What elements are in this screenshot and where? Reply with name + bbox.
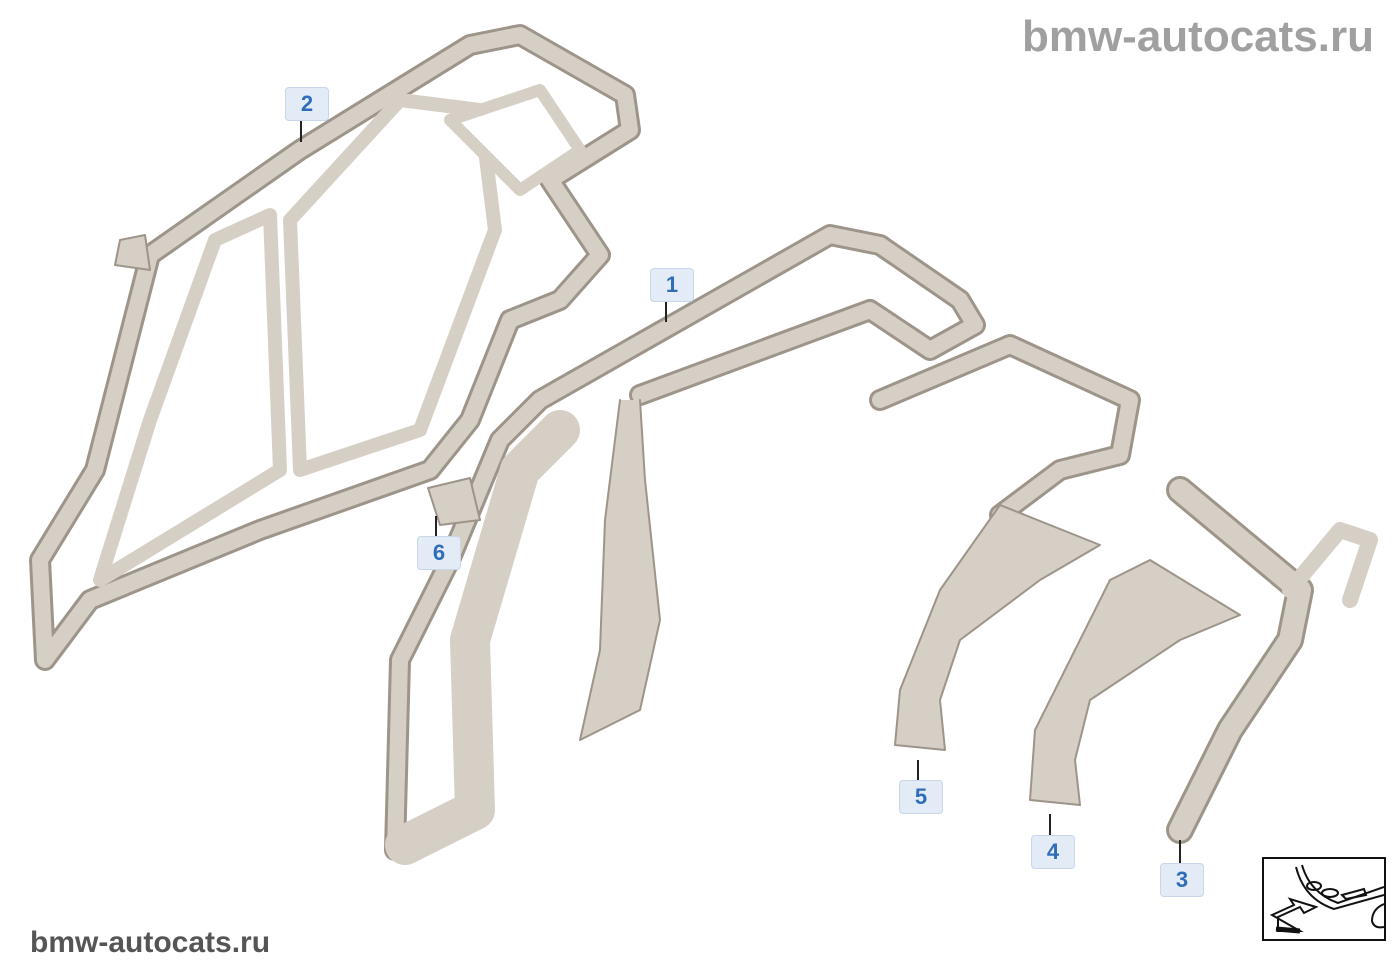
car-front-orientation-icon bbox=[1269, 864, 1385, 934]
watermark-bottom: bmw-autocats.ru bbox=[30, 926, 271, 959]
part-4-wheel-arch-panel[interactable] bbox=[1029, 559, 1241, 806]
part-3-pillar[interactable] bbox=[1166, 476, 1378, 844]
part-6-bracket bbox=[427, 477, 481, 526]
part-2-side-frame[interactable] bbox=[29, 24, 641, 671]
callout-4[interactable]: 4 bbox=[1031, 835, 1075, 869]
callout-2[interactable]: 2 bbox=[285, 87, 329, 121]
leader-line-3 bbox=[1179, 840, 1181, 864]
callout-3[interactable]: 3 bbox=[1160, 863, 1204, 897]
callout-1[interactable]: 1 bbox=[650, 268, 694, 302]
watermark-top: bmw-autocats.ru bbox=[1021, 12, 1374, 61]
leader-line-5 bbox=[917, 760, 919, 781]
part-1-inner-frame[interactable] bbox=[384, 224, 986, 865]
leader-line-1 bbox=[665, 300, 667, 322]
callout-6[interactable]: 6 bbox=[417, 536, 461, 570]
part-5-wheel-arch[interactable] bbox=[869, 334, 1141, 751]
leader-line-4 bbox=[1049, 814, 1051, 836]
leader-line-2 bbox=[300, 120, 302, 142]
callout-5[interactable]: 5 bbox=[899, 780, 943, 814]
leader-line-6 bbox=[435, 516, 437, 537]
orientation-thumbnail bbox=[1262, 857, 1386, 941]
